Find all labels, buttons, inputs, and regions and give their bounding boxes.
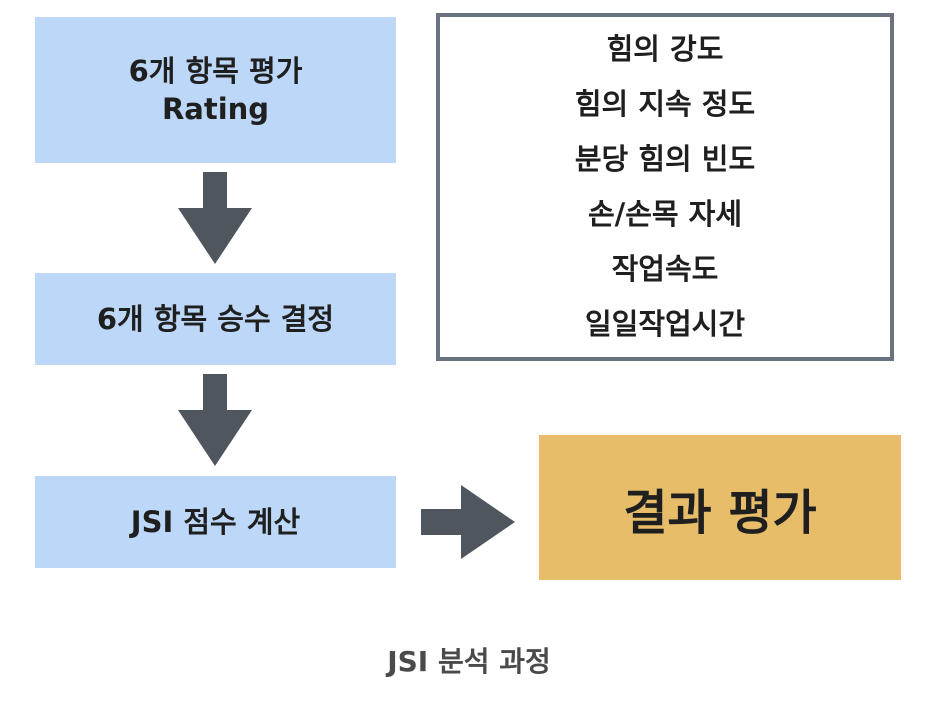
arrow-right-shape bbox=[421, 485, 515, 559]
step-jsi-score-box: JSI 점수 계산 bbox=[35, 476, 396, 568]
factor-item: 손/손목 자세 bbox=[587, 197, 743, 231]
step-rating-box: 6개 항목 평가 Rating bbox=[35, 17, 396, 163]
factor-item: 힘의 강도 bbox=[606, 32, 724, 66]
step-rating-subtitle: Rating bbox=[161, 92, 270, 126]
step-multiplier-box: 6개 항목 승수 결정 bbox=[35, 273, 396, 365]
factor-item: 일일작업시간 bbox=[584, 307, 746, 341]
arrow-down-1 bbox=[178, 172, 252, 264]
result-evaluation-label: 결과 평가 bbox=[623, 484, 817, 541]
arrow-right bbox=[421, 485, 515, 559]
arrow-down-2-shape bbox=[178, 374, 252, 466]
step-rating-title: 6개 항목 평가 bbox=[128, 54, 303, 88]
arrow-down-1-shape bbox=[178, 172, 252, 264]
factor-item: 작업속도 bbox=[611, 252, 719, 286]
arrow-down-2 bbox=[178, 374, 252, 466]
factor-item: 분당 힘의 빈도 bbox=[574, 142, 756, 176]
factors-list-box: 힘의 강도 힘의 지속 정도 분당 힘의 빈도 손/손목 자세 작업속도 일일작… bbox=[436, 13, 894, 361]
diagram-caption: JSI 분석 과정 bbox=[387, 645, 551, 678]
step-multiplier-label: 6개 항목 승수 결정 bbox=[96, 302, 335, 336]
result-evaluation-box: 결과 평가 bbox=[539, 435, 901, 580]
step-jsi-score-label: JSI 점수 계산 bbox=[130, 505, 301, 539]
factor-item: 힘의 지속 정도 bbox=[574, 87, 756, 121]
